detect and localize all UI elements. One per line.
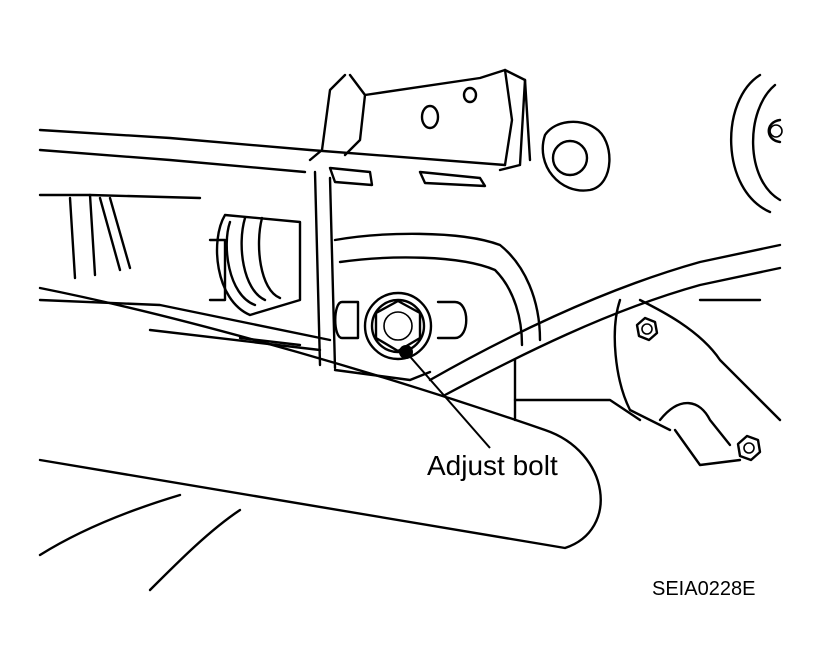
upper-hex-nut-icon (635, 316, 659, 342)
knuckle (513, 298, 782, 467)
adjust-bolt-icon (374, 299, 422, 353)
round-mount (541, 120, 611, 192)
vertical-link (313, 170, 337, 370)
body-panel (38, 68, 532, 188)
cross-member (38, 493, 242, 592)
lateral-link (428, 243, 782, 397)
lower-arm (38, 286, 602, 550)
callout-leader (399, 345, 491, 449)
left-slot (334, 300, 360, 340)
figure-code: SEIA0228E (652, 578, 756, 600)
hub-drum (730, 73, 783, 214)
adjust-bolt-label: Adjust bolt (427, 450, 558, 481)
adjust-bolt-assembly (334, 291, 468, 361)
right-slot (436, 300, 468, 340)
axle-boot (38, 193, 302, 317)
arm-bracket (333, 232, 542, 382)
lower-hex-nut-icon (736, 434, 762, 462)
